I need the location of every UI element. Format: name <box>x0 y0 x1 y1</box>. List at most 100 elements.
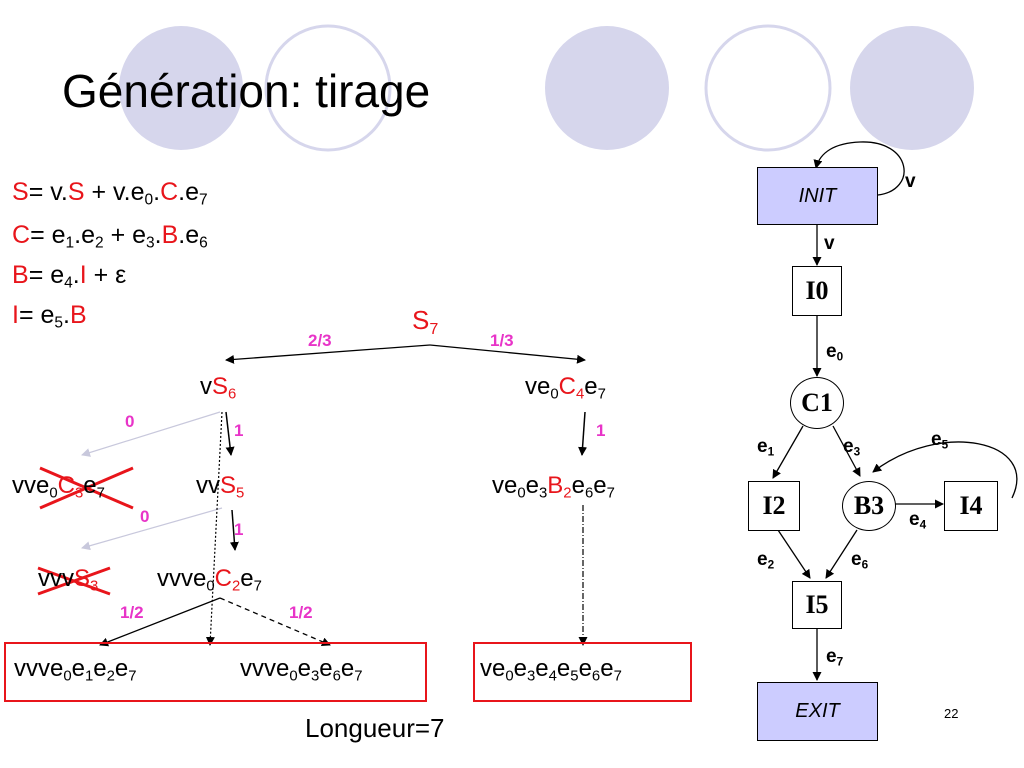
subscript: 7 <box>253 578 262 595</box>
automaton-node-i2: I2 <box>748 481 800 531</box>
subscript: 0 <box>836 350 844 364</box>
node-ve0c4e7: ve0C4e7 <box>525 373 606 403</box>
subscript: 0 <box>550 386 559 403</box>
nonterminal: B <box>161 221 179 249</box>
rule-text: .e <box>178 178 200 206</box>
edge-i2-i5 <box>777 529 811 579</box>
subscript: 6 <box>591 668 601 685</box>
edge-c1-i2 <box>772 425 804 479</box>
subscript: 4 <box>919 518 927 532</box>
subscript: 7 <box>199 191 208 209</box>
decorative-circles <box>119 24 974 152</box>
subscript: 6 <box>861 558 869 572</box>
nonterminal: S <box>220 472 237 499</box>
subscript: 5 <box>54 314 64 332</box>
subscript: 7 <box>354 668 363 685</box>
leaf-group-box <box>473 642 692 702</box>
deco-circle <box>545 26 669 150</box>
prob-one: 1 <box>234 421 244 440</box>
grammar-rule-b: B= e4.I + ε <box>12 259 126 291</box>
leaf-word: ve0e3e4e5e6e7 <box>480 655 622 685</box>
subscript: 0 <box>517 485 526 502</box>
nonterminal: C <box>160 178 179 206</box>
subscript: 4 <box>548 668 557 685</box>
edge-label-v-loop: v <box>905 171 916 192</box>
subscript: 3 <box>146 234 155 252</box>
nonterminal: C <box>57 472 75 499</box>
edge-root-right <box>429 344 586 364</box>
prob-right: 1/3 <box>490 331 514 350</box>
rule-text: = e <box>18 301 55 329</box>
term: e <box>584 373 598 400</box>
rule-text: .e <box>178 221 200 249</box>
leaf-word: vvve0e1e2e7 <box>14 655 137 685</box>
length-label: Longueur=7 <box>305 713 445 743</box>
term: vvv <box>38 565 74 592</box>
node-ve0e3b2e6e7: ve0e3B2e6e7 <box>492 472 615 502</box>
subscript: 1 <box>767 445 775 459</box>
nonterminal: C <box>214 565 232 592</box>
rule-text: + ε <box>86 261 127 289</box>
subscript: 6 <box>228 386 237 403</box>
term: e <box>93 655 107 682</box>
deco-circle <box>119 26 243 150</box>
label-text: e <box>757 436 768 457</box>
subscript: 1 <box>85 668 94 685</box>
subscript: 2 <box>95 234 104 252</box>
term: ve <box>525 373 551 400</box>
subscript: 1 <box>65 234 75 252</box>
subscript: 0 <box>49 485 58 502</box>
term: e <box>578 655 592 682</box>
automaton-node-i0: I0 <box>792 266 842 316</box>
term: vve <box>12 472 50 499</box>
slide-title: Génération: tirage <box>62 65 431 117</box>
nonterminal: I <box>12 301 19 329</box>
prob-half-left: 1/2 <box>120 603 144 622</box>
deco-circle <box>850 26 974 150</box>
term: e <box>319 655 333 682</box>
label-text: e <box>757 549 768 570</box>
subscript: 7 <box>429 319 439 338</box>
nonterminal: C <box>12 221 31 249</box>
automaton-node-init: INIT <box>757 167 878 225</box>
subscript: 7 <box>606 485 615 502</box>
automaton-node-c1: C1 <box>790 377 844 429</box>
term: e <box>535 655 549 682</box>
subscript: 0 <box>505 668 514 685</box>
nonterminal: I <box>79 261 87 289</box>
term: e <box>114 655 129 682</box>
label-text: e <box>851 549 862 570</box>
edge-c1-b3 <box>832 425 861 477</box>
rule-text: . <box>154 221 162 249</box>
term: e <box>600 655 614 682</box>
term: ve <box>492 472 518 499</box>
term: vv <box>196 472 220 499</box>
term: e <box>571 472 585 499</box>
subscript: 4 <box>575 386 585 403</box>
node-vve0c3e7-rejected: vve0C3e7 <box>12 472 105 502</box>
prob-one: 1 <box>596 421 606 440</box>
nonterminal: S <box>67 178 85 206</box>
cross-mark <box>39 466 134 510</box>
subscript: 3 <box>539 485 548 502</box>
term: vvve <box>240 655 290 682</box>
subscript: 7 <box>128 668 137 685</box>
subscript: 0 <box>289 668 298 685</box>
rule-text: = e <box>30 221 66 249</box>
leaf-group-box <box>4 642 427 702</box>
prob-left: 2/3 <box>308 331 332 350</box>
term: ve <box>480 655 506 682</box>
subscript: 2 <box>767 558 775 572</box>
edge-vs6-one <box>225 411 235 456</box>
subscript: 0 <box>63 668 72 685</box>
subscript: 3 <box>74 485 84 502</box>
term: e <box>593 472 607 499</box>
node-vs6: vS6 <box>200 373 237 403</box>
page-number: 22 <box>944 706 959 721</box>
subscript: 5 <box>941 438 949 452</box>
edge-right-one <box>578 411 588 456</box>
edge-label-e1: e1 <box>757 436 774 458</box>
label-text: e <box>909 509 920 530</box>
edge-label-e2: e2 <box>757 549 774 571</box>
subscript: 6 <box>332 668 341 685</box>
